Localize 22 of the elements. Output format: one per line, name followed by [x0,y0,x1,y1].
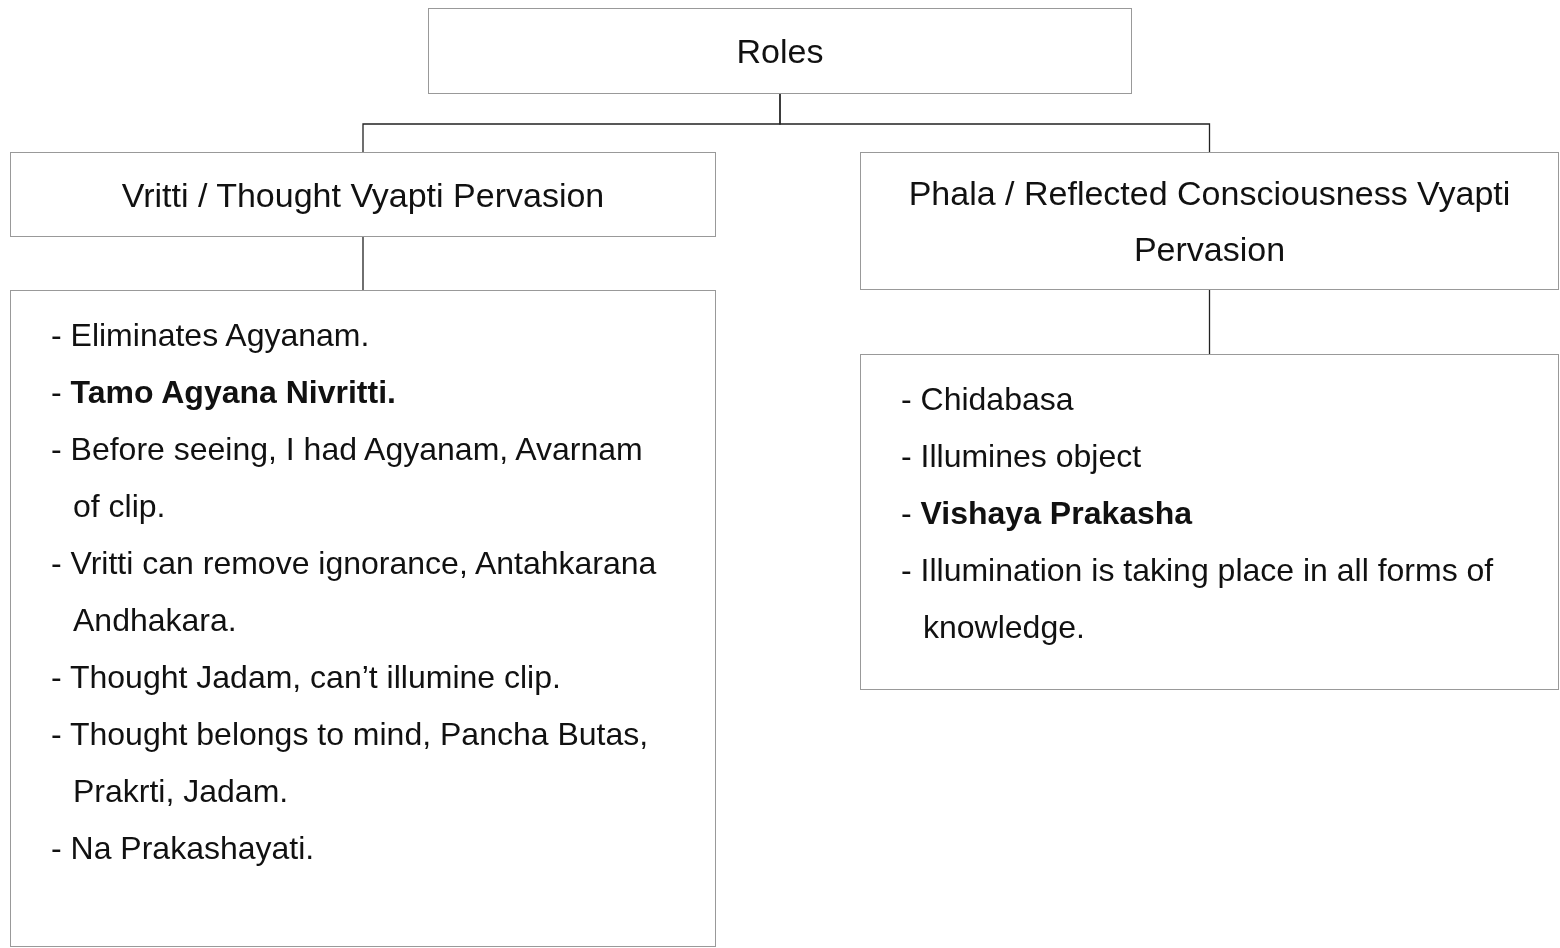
bullet-text: - Na Prakashayati. [51,829,316,868]
heading-box [428,8,1132,94]
bullet-text: - Vritti can remove ignorance, Antahkarana Andhakara. [51,544,658,640]
connector-line [1208,289,1211,355]
connector-line [362,236,364,291]
bullet-text: - Before seeing, I had Agyanam, Avarnam of clip. [51,430,644,526]
bullet-text: - Thought Jadam, can’t illumine clip. [51,658,562,697]
notes-box [860,354,1559,690]
bullet-text: - Tamo Agyana Nivritti. [51,373,397,412]
heading-text: Phala / Reflected Consciousness Vyapti Pervasion [907,173,1512,270]
heading-text: Vritti / Thought Vyapti Pervasion [121,174,605,216]
heading-text: Roles [736,31,824,72]
heading-box [10,152,716,237]
bullet-text: - Illumination is taking place in all forms of knowledge. [901,551,1495,647]
connector-line [779,93,1211,153]
bullet-text: - Illumines object [901,437,1143,476]
bullet-text: - Chidabasa [901,380,1075,419]
bullet-text: - Eliminates Agyanam. [51,316,371,355]
bullet-text: - Thought belongs to mind, Pancha Butas, Prakrti, Jadam. [51,715,650,811]
heading-box [860,152,1559,290]
notes-box [10,290,716,947]
bullet-text: - Vishaya Prakasha [901,494,1194,533]
